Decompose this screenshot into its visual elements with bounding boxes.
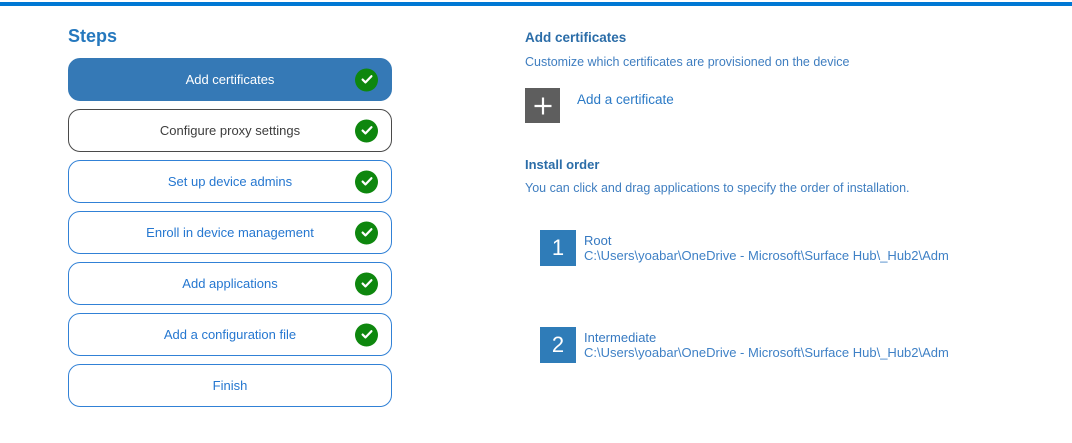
plus-icon (525, 88, 560, 123)
check-icon (355, 272, 378, 295)
step-label: Set up device admins (167, 174, 293, 189)
step-label: Enroll in device management (146, 225, 314, 240)
top-accent-bar (0, 2, 1072, 6)
install-order-item[interactable]: 2 Intermediate C:\Users\yoabar\OneDrive … (540, 327, 1055, 363)
page-subtitle: Customize which certificates are provisi… (525, 55, 850, 69)
steps-panel: Steps Add certificates Configure proxy s… (68, 27, 392, 415)
add-certificate-button[interactable]: Add a certificate (525, 88, 1055, 123)
item-path: C:\Users\yoabar\OneDrive - Microsoft\Sur… (584, 248, 949, 263)
step-label: Add certificates (185, 72, 275, 87)
install-order-description: You can click and drag applications to s… (525, 181, 910, 195)
page-title: Add certificates (525, 30, 627, 45)
steps-heading: Steps (68, 26, 118, 46)
steps-list: Add certificates Configure proxy setting… (68, 58, 392, 407)
install-order-item[interactable]: 1 Root C:\Users\yoabar\OneDrive - Micros… (540, 230, 1055, 266)
item-text: Intermediate C:\Users\yoabar\OneDrive - … (584, 330, 949, 360)
item-name: Intermediate (584, 330, 657, 345)
step-button[interactable]: Add a configuration file (68, 313, 392, 356)
step-label: Add a configuration file (163, 327, 297, 342)
step-button[interactable]: Add certificates (68, 58, 392, 101)
check-icon (355, 68, 378, 91)
step-button[interactable]: Enroll in device management (68, 211, 392, 254)
add-certificate-label: Add a certificate (577, 92, 674, 107)
install-order-list: 1 Root C:\Users\yoabar\OneDrive - Micros… (540, 230, 1055, 363)
item-number-badge: 1 (540, 230, 576, 266)
step-button[interactable]: Set up device admins (68, 160, 392, 203)
step-label: Finish (212, 378, 248, 393)
check-icon (355, 170, 378, 193)
check-icon (355, 323, 378, 346)
check-icon (355, 119, 378, 142)
item-path: C:\Users\yoabar\OneDrive - Microsoft\Sur… (584, 345, 949, 360)
step-label: Configure proxy settings (159, 123, 301, 138)
step-button[interactable]: Add applications (68, 262, 392, 305)
item-name: Root (584, 233, 612, 248)
step-label: Add applications (182, 276, 278, 291)
item-text: Root C:\Users\yoabar\OneDrive - Microsof… (584, 233, 949, 263)
step-button[interactable]: Finish (68, 364, 392, 407)
step-button[interactable]: Configure proxy settings (68, 109, 392, 152)
install-order-heading: Install order (525, 157, 600, 172)
check-icon (355, 221, 378, 244)
content-panel: Add certificates Customize which certifi… (525, 29, 1055, 363)
item-number-badge: 2 (540, 327, 576, 363)
